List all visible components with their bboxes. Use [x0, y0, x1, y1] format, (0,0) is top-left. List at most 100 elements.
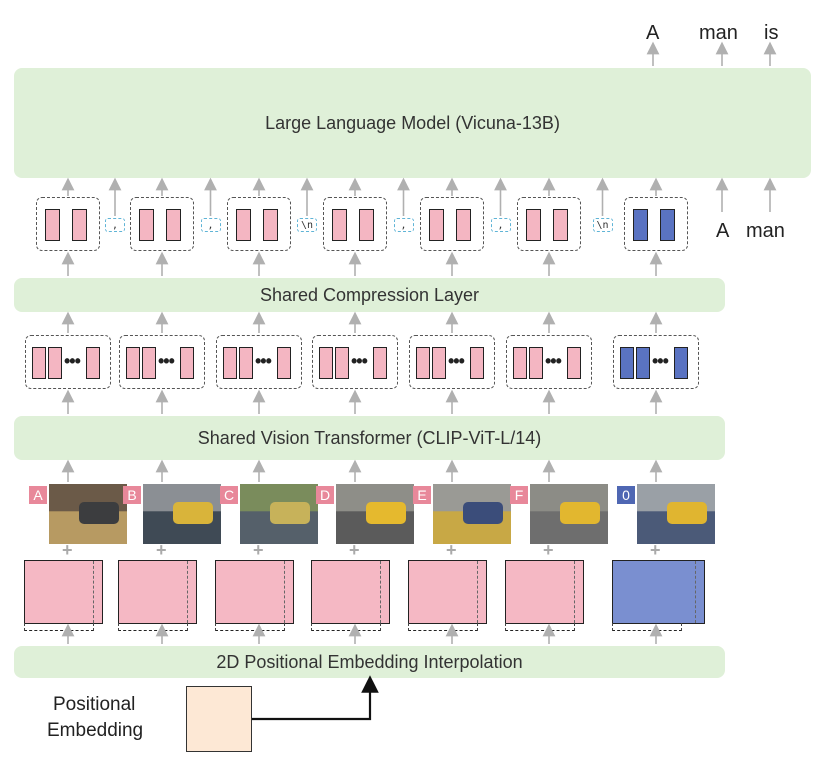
crop-boundary-line: [574, 561, 575, 623]
compressed-token: [263, 209, 278, 241]
compressed-token-group: [517, 197, 581, 251]
compressed-token: [456, 209, 471, 241]
car-shape: [79, 502, 119, 524]
image-crop: [143, 484, 221, 544]
positional-embedding-grid: [611, 560, 705, 631]
visual-feature-group: •••: [409, 335, 495, 389]
plus-icon: +: [543, 540, 554, 560]
interpolation-block: 2D Positional Embedding Interpolation: [14, 646, 725, 678]
visual-feature-group: •••: [25, 335, 111, 389]
crop-boundary-line: [23, 623, 94, 631]
visual-feature-group: •••: [506, 335, 592, 389]
input-token: man: [746, 220, 785, 242]
separator-token: \n: [592, 218, 613, 232]
plus-icon: +: [156, 540, 167, 560]
plus-icon: +: [349, 540, 360, 560]
compressed-token-group: [323, 197, 387, 251]
crop-label-badge: B: [123, 486, 141, 504]
compressed-token: [139, 209, 154, 241]
compression-label: Shared Compression Layer: [259, 284, 480, 305]
plus-icon: +: [62, 540, 73, 560]
compressed-token: [429, 209, 444, 241]
car-shape: [560, 502, 600, 524]
car-shape: [366, 502, 406, 524]
separator-token: ,: [200, 218, 221, 232]
visual-token: [674, 347, 688, 379]
compression-block: Shared Compression Layer: [14, 278, 725, 312]
visual-feature-group: •••: [119, 335, 205, 389]
crop-boundary-line: [504, 623, 575, 631]
separator-token: ,: [490, 218, 511, 232]
compressed-token-group: [130, 197, 194, 251]
crop-boundary-line: [310, 623, 381, 631]
visual-token: [86, 347, 100, 379]
compressed-token: [166, 209, 181, 241]
positional-embedding-grid: [310, 560, 390, 631]
compressed-token: [332, 209, 347, 241]
crop-label-badge: D: [316, 486, 334, 504]
compressed-token: [526, 209, 541, 241]
positional-embedding-grid: [504, 560, 584, 631]
visual-token: [180, 347, 194, 379]
crop-label-badge: F: [510, 486, 528, 504]
crop-label-badge: C: [220, 486, 238, 504]
car-shape: [270, 502, 310, 524]
crop-boundary-line: [93, 561, 94, 623]
crop-boundary-line: [380, 561, 381, 623]
compressed-token: [553, 209, 568, 241]
visual-token: [239, 347, 253, 379]
plus-icon: +: [446, 540, 457, 560]
separator-token: ,: [393, 218, 414, 232]
crop-boundary-line: [611, 623, 682, 631]
plus-icon: +: [253, 540, 264, 560]
output-token: man: [699, 22, 738, 44]
crop-boundary-line: [477, 561, 478, 623]
output-token: is: [764, 22, 779, 44]
ellipsis-icon: •••: [255, 351, 272, 371]
positional-embedding-label-line1: Positional: [53, 694, 136, 715]
image-crop: [637, 484, 715, 544]
positional-embedding-label-line2: Embedding: [47, 720, 144, 741]
ellipsis-icon: •••: [351, 351, 368, 371]
ellipsis-icon: •••: [158, 351, 175, 371]
compressed-token: [72, 209, 87, 241]
positional-embedding-grid: [23, 560, 103, 631]
image-crop: [530, 484, 608, 544]
visual-token: [513, 347, 527, 379]
visual-token: [620, 347, 634, 379]
compressed-token-group: [420, 197, 484, 251]
visual-token: [432, 347, 446, 379]
ellipsis-icon: •••: [448, 351, 465, 371]
visual-token: [142, 347, 156, 379]
visual-token: [48, 347, 62, 379]
output-token: A: [646, 22, 660, 44]
compressed-token: [660, 209, 675, 241]
visual-token: [470, 347, 484, 379]
image-crop: [336, 484, 414, 544]
crop-boundary-line: [407, 623, 478, 631]
image-crop: [240, 484, 318, 544]
positional-embedding-grid: [407, 560, 487, 631]
visual-feature-group: •••: [312, 335, 398, 389]
separator-token: \n: [297, 218, 317, 232]
crop-label-badge: 0: [617, 486, 635, 504]
compressed-token-group: [227, 197, 291, 251]
visual-token: [529, 347, 543, 379]
visual-token: [32, 347, 46, 379]
ellipsis-icon: •••: [545, 351, 562, 371]
plus-icon: +: [650, 540, 661, 560]
image-crop: [433, 484, 511, 544]
crop-boundary-line: [695, 561, 696, 623]
visual-token: [126, 347, 140, 379]
crop-boundary-line: [117, 623, 188, 631]
car-shape: [173, 502, 213, 524]
visual-token: [373, 347, 387, 379]
crop-label-badge: A: [29, 486, 47, 504]
vit-block: Shared Vision Transformer (CLIP-ViT-L/14…: [14, 416, 725, 460]
visual-token: [416, 347, 430, 379]
visual-token: [223, 347, 237, 379]
ellipsis-icon: •••: [652, 351, 669, 371]
llm-block: Large Language Model (Vicuna-13B): [14, 68, 811, 178]
car-shape: [667, 502, 707, 524]
